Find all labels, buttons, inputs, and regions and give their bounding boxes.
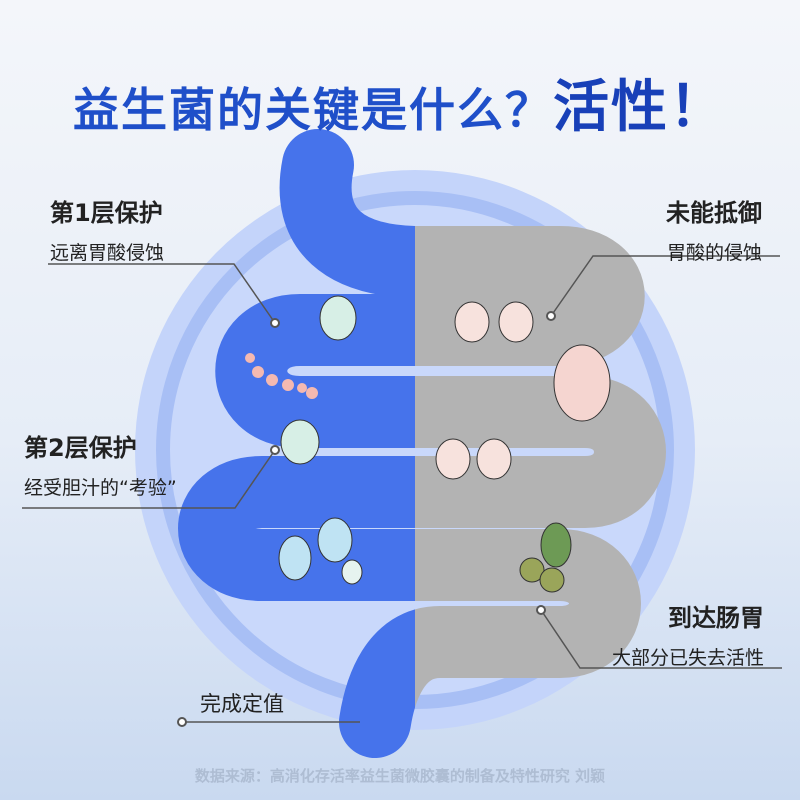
label-layer2-sub: 经受胆汁的“考验” <box>24 477 177 499</box>
bacteria-happy <box>278 295 363 585</box>
page-title: 益生菌的关键是什么？活性！ <box>0 62 800 143</box>
leader-lines <box>22 255 782 723</box>
label-arrive-heading: 到达肠胃 <box>668 604 764 632</box>
label-arrive-sub: 大部分已失去活性 <box>611 647 764 669</box>
label-fail-sub: 胃酸的侵蚀 <box>666 242 762 264</box>
label-arrive: 到达肠胃 大部分已失去活性 <box>612 598 764 670</box>
label-done-heading: 完成定值 <box>200 692 284 716</box>
title-main: 益生菌的关键是什么？ <box>73 83 553 137</box>
label-layer1: 第1层保护 远离胃酸侵蚀 <box>50 193 164 265</box>
label-fail-heading: 未能抵御 <box>666 199 762 227</box>
label-fail: 未能抵御 胃酸的侵蚀 <box>666 193 762 265</box>
label-layer2-heading: 第2层保护 <box>24 434 137 462</box>
acid-fragments <box>245 353 318 399</box>
label-layer1-heading: 第1层保护 <box>50 199 163 227</box>
marker-dots <box>177 311 556 727</box>
label-done: 完成定值 <box>200 688 284 718</box>
source-footer: 数据来源：高消化存活率益生菌微胶囊的制备及特性研究 刘颖 <box>194 767 606 785</box>
label-layer2: 第2层保护 经受胆汁的“考验” <box>24 428 177 500</box>
title-emphasis: 活性！ <box>553 75 727 140</box>
harmful-bacteria <box>519 522 572 593</box>
bacteria-sad <box>435 301 611 480</box>
intestine-unprotected <box>415 225 666 708</box>
label-layer1-sub: 远离胃酸侵蚀 <box>50 242 165 264</box>
